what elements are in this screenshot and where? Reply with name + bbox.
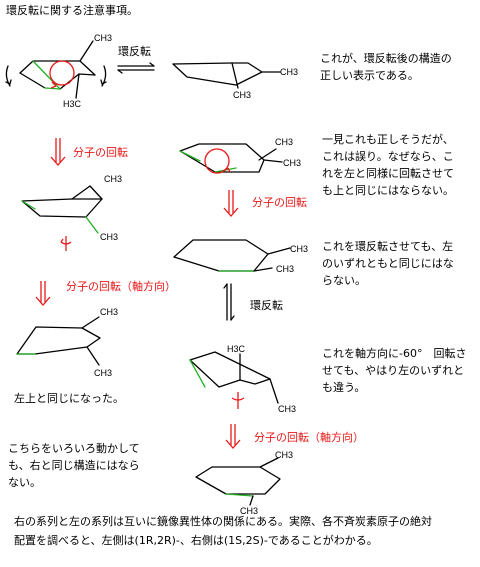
rotation-axial-label-right: 分子の回転（軸方向） [254,431,364,444]
double-down-arrow-icon [225,424,241,449]
methyl-label: H3C [227,344,246,354]
equilibrium-arrow-icon [117,62,155,74]
methyl-label: CH3 [240,506,258,516]
methyl-label: CH3 [94,368,112,378]
methyl-label: CH3 [275,137,293,147]
double-down-arrow-icon [35,281,51,306]
methyl-label: CH3 [280,67,298,77]
chair-top-right: CH3 CH3 [172,62,298,100]
chair-right-wrong: CH3 CH3 [179,137,301,174]
note-same-as-top-left: 左上と同じになった。 [14,392,124,405]
methyl-label: CH3 [278,404,296,414]
ring-flip-label-middle: 環反転 [250,299,283,312]
methyl-label: CH3 [233,90,251,100]
chair-left-bottom: CH3 CH3 [16,307,118,378]
methyl-label: CH3 [100,232,118,242]
methyl-label: CH3 [100,307,118,317]
chair-right-bottom: CH3 CH3 [195,450,293,516]
footer-conclusion: 右の系列と左の系列は互いに鏡像異性体の関係にある。実際、各不斉炭素原子の絶対配置… [14,515,432,547]
note-correct-flip: これが、環反転後の構造の正しい表示である。 [320,52,452,82]
note-axial-rotation: これを軸方向に-60° 回転させても、やはり左のいずれとも違う。 [322,347,467,394]
ring-flip-label-top: 環反転 [118,45,151,58]
chair-right-third: CH3 CH3 [173,239,308,274]
note-flip-differs: これを環反転させても、左のいずれともと同じにはならない。 [322,240,454,287]
methyl-label: CH3 [290,244,308,254]
chair-right-fourth: H3C CH3 [189,344,296,414]
double-down-arrow-icon [50,138,66,166]
methyl-label: CH3 [276,264,294,274]
methyl-label: CH3 [283,158,301,168]
equilibrium-arrow-icon [223,283,235,321]
double-down-arrow-icon [223,190,239,217]
rotation-label-left-1: 分子の回転 [73,146,128,159]
chair-top-left: CH3 H3C [5,33,112,109]
rotation-axial-label-left: 分子の回転（軸方向） [66,280,176,293]
chair-left-middle: CH3 CH3 [21,174,122,251]
page-title: 環反転に関する注意事項。 [6,4,138,17]
methyl-label: CH3 [104,174,122,184]
methyl-label: CH3 [94,33,112,43]
note-wrong-looking: 一見これも正しそうだが、これは誤り。なぜなら、これを左と同様に回転させても上と同… [322,133,454,197]
methyl-label: H3C [63,99,82,109]
rotation-label-right: 分子の回転 [252,196,307,209]
note-left-cannot-match: こちらをいろいろ動かしても、右と同じ構造にはならない。 [8,442,140,489]
methyl-label: CH3 [275,450,293,460]
